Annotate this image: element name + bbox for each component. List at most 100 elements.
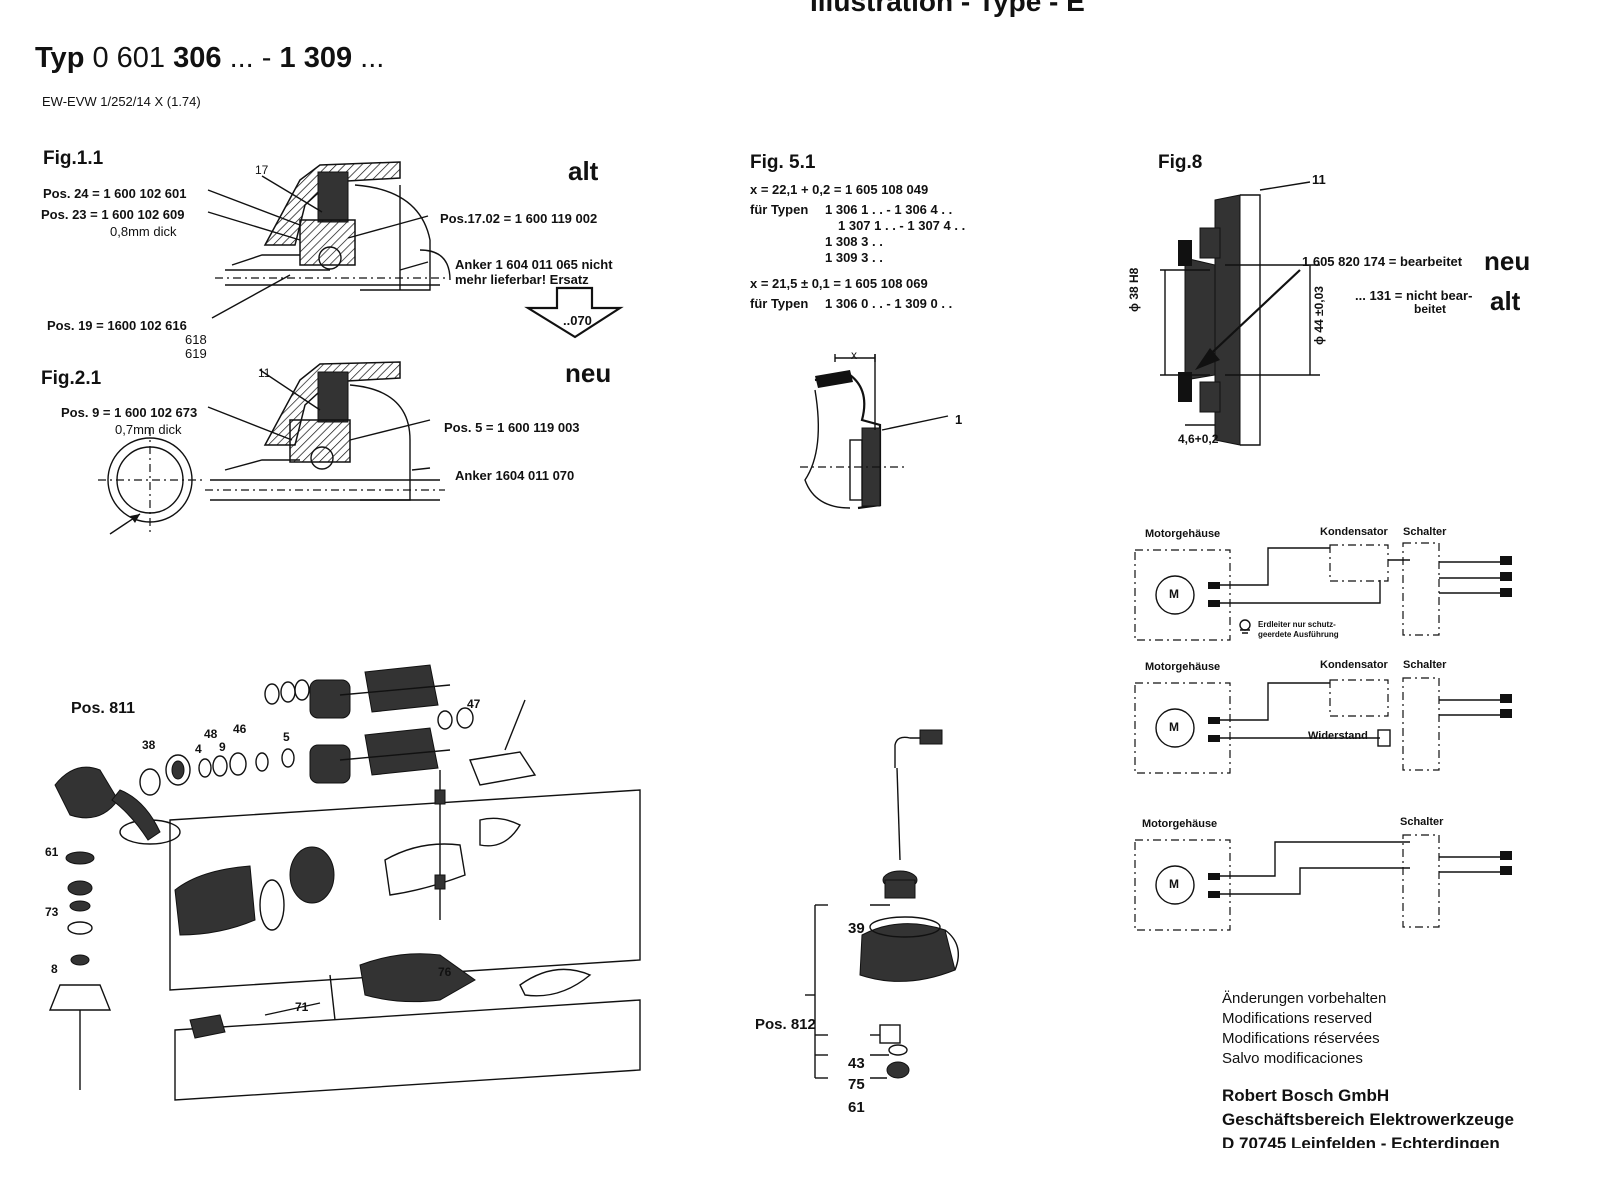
typ-label: Typ [35,42,85,74]
fig-1-1-tag-alt: alt [568,156,599,186]
pos-812-label: Pos. 812 [755,1016,816,1033]
fig-5-1-row1: x = 22,1 + 0,2 = 1 605 108 049 [750,182,929,197]
pos-5-label: Pos. 5 = 1 600 119 003 [444,420,580,435]
typ-dots-2: ... [360,42,385,74]
pos-811-callout-8: 8 [51,962,58,976]
fig-1-1-title: Fig.1.1 [43,148,104,169]
anker-2-label: mehr lieferbar! Ersatz [455,272,589,287]
footer-mod-en: Modifications reserved [1222,1010,1373,1027]
pos-812-callout-75: 75 [848,1076,865,1093]
fig-8-part-neu: 1 605 820 174 = bearbeitet [1302,254,1463,269]
wiring-2-kondensator-label: Kondensator [1320,659,1388,671]
fig-1-1-drawing [207,161,624,339]
wiring-3-motor-label: Motorgehäuse [1142,818,1218,830]
wiring-2-motor-symbol: M [1169,720,1179,734]
dim-x: x [851,348,857,362]
fig-8-title: Fig.8 [1158,152,1203,173]
pos-23-note: 0,8mm dick [110,224,177,239]
dim-38: ϕ 38 H8 [1127,267,1141,312]
pos-9-note: 0,7mm dick [115,422,182,437]
fig-8-tag-alt: alt [1490,286,1521,316]
pos-812-callout-43: 43 [848,1055,865,1072]
pos-812-drawing [805,729,959,1079]
fig-5-1-row2-d: 1 309 3 . . [825,250,883,265]
pos-811-label: Pos. 811 [71,700,136,717]
wiring-1-schalter-label: Schalter [1403,526,1447,538]
pos-811-callout-4: 4 [195,742,202,756]
fig-8-drawing [1160,181,1320,446]
fig-5-1-row4-label: für Typen [750,296,809,311]
pos-811-callout-47: 47 [467,697,481,711]
callout-17: 17 [255,163,269,177]
pos-19-c: 619 [185,346,207,361]
pos-811-callout-71: 71 [295,1000,309,1014]
footer-mod-de: Änderungen vorbehalten [1222,990,1387,1007]
wiring-2-schalter-label: Schalter [1403,659,1447,671]
pos-811-callout-38: 38 [142,738,156,752]
anker-1-label: Anker 1 604 011 065 nicht [455,257,613,272]
wiring-1-kondensator-label: Kondensator [1320,526,1388,538]
fig-8-part-alt: ... 131 = nicht bear- [1355,288,1473,303]
wiring-3-motor-symbol: M [1169,877,1179,891]
fig-5-1-row2-b: 1 307 1 . . - 1 307 4 . . [838,218,966,233]
footer-address: D 70745 Leinfelden - Echterdingen [1222,1134,1500,1148]
pos-811-callout-76: 76 [438,965,452,979]
fig-2-1-tag-neu: neu [565,358,612,388]
type-heading: Typ 0 601 306 ... - 1 309 ... [35,42,384,75]
typ-a-light: 0 601 [92,42,166,74]
wiring-2-motor-label: Motorgehäuse [1145,661,1221,673]
pos-811-callout-5: 5 [283,730,290,744]
dim-44: ϕ 44 ±0,03 [1312,286,1326,345]
doc-code: EW-EVW 1/252/14 X (1.74) [42,94,201,109]
fig-2-1-title: Fig.2.1 [41,368,102,389]
fig-5-1-row2-c: 1 308 3 . . [825,234,883,249]
fig-5-1-row2-label: für Typen [750,202,809,217]
pos-23-label: Pos. 23 = 1 600 102 609 [41,207,185,222]
fig-8-part-alt-2: beitet [1414,302,1447,316]
dim-46: 4,6+0,2 [1178,432,1219,446]
wiring-diagram-2 [1134,677,1512,774]
wiring-1-motor-symbol: M [1169,587,1179,601]
fig-5-1-row4: 1 306 0 . . - 1 309 0 . . [825,296,953,311]
earth-note-1: Erdleiter nur schutz- [1258,620,1336,629]
pos-19-label: Pos. 19 = 1600 102 616 [47,318,187,333]
fig-5-1-drawing [800,354,949,510]
footer-division: Geschäftsbereich Elektrowerkzeuge [1222,1110,1514,1129]
pos-811-exploded-view [48,664,641,1101]
footer-company: Robert Bosch GmbH [1222,1086,1390,1105]
page-title: Illustration - Type - E [810,0,1085,17]
wiring-1-motor-label: Motorgehäuse [1145,528,1221,540]
pos-811-callout-61: 61 [45,845,59,859]
arrow-label-070: ..070 [563,313,592,328]
pos-812-callout-61: 61 [848,1099,865,1116]
typ-b-bold: 1 309 [279,42,353,74]
widerstand-label: Widerstand [1308,730,1368,742]
pos-811-callout-73: 73 [45,905,59,919]
wiring-3-schalter-label: Schalter [1400,816,1444,828]
pos-811-callout-48: 48 [204,727,218,741]
fig-5-1-row2-a: 1 306 1 . . - 1 306 4 . . [825,202,953,217]
pos-811-callout-46: 46 [233,722,247,736]
earth-note-2: geerdete Ausführung [1258,630,1339,639]
callout-1: 1 [955,412,963,427]
typ-a-bold: 306 [173,42,222,74]
pos-17-label: Pos.17.02 = 1 600 119 002 [440,211,598,226]
anker-070-label: Anker 1604 011 070 [455,468,575,483]
footer-mod-fr: Modifications réservées [1222,1030,1380,1047]
fig-5-1-title: Fig. 5.1 [750,152,816,173]
footer-mod-es: Salvo modificaciones [1222,1050,1363,1067]
callout-11: 11 [258,366,271,380]
fig-5-1-row3: x = 21,5 ± 0,1 = 1 605 108 069 [750,276,928,291]
fig-8-tag-neu: neu [1484,246,1531,276]
fig-2-1-drawing [98,361,445,535]
pos-811-callout-9: 9 [219,740,226,754]
fig-8-callout-11: 11 [1312,172,1326,187]
pos-19-b: 618 [185,332,207,347]
pos-24-label: Pos. 24 = 1 600 102 601 [43,186,187,201]
wiring-diagram-1 [1134,542,1512,641]
wiring-diagram-3 [1134,834,1512,931]
pos-812-callout-39: 39 [848,920,865,937]
pos-9-label: Pos. 9 = 1 600 102 673 [61,405,198,420]
typ-dots: ... - [229,42,272,74]
